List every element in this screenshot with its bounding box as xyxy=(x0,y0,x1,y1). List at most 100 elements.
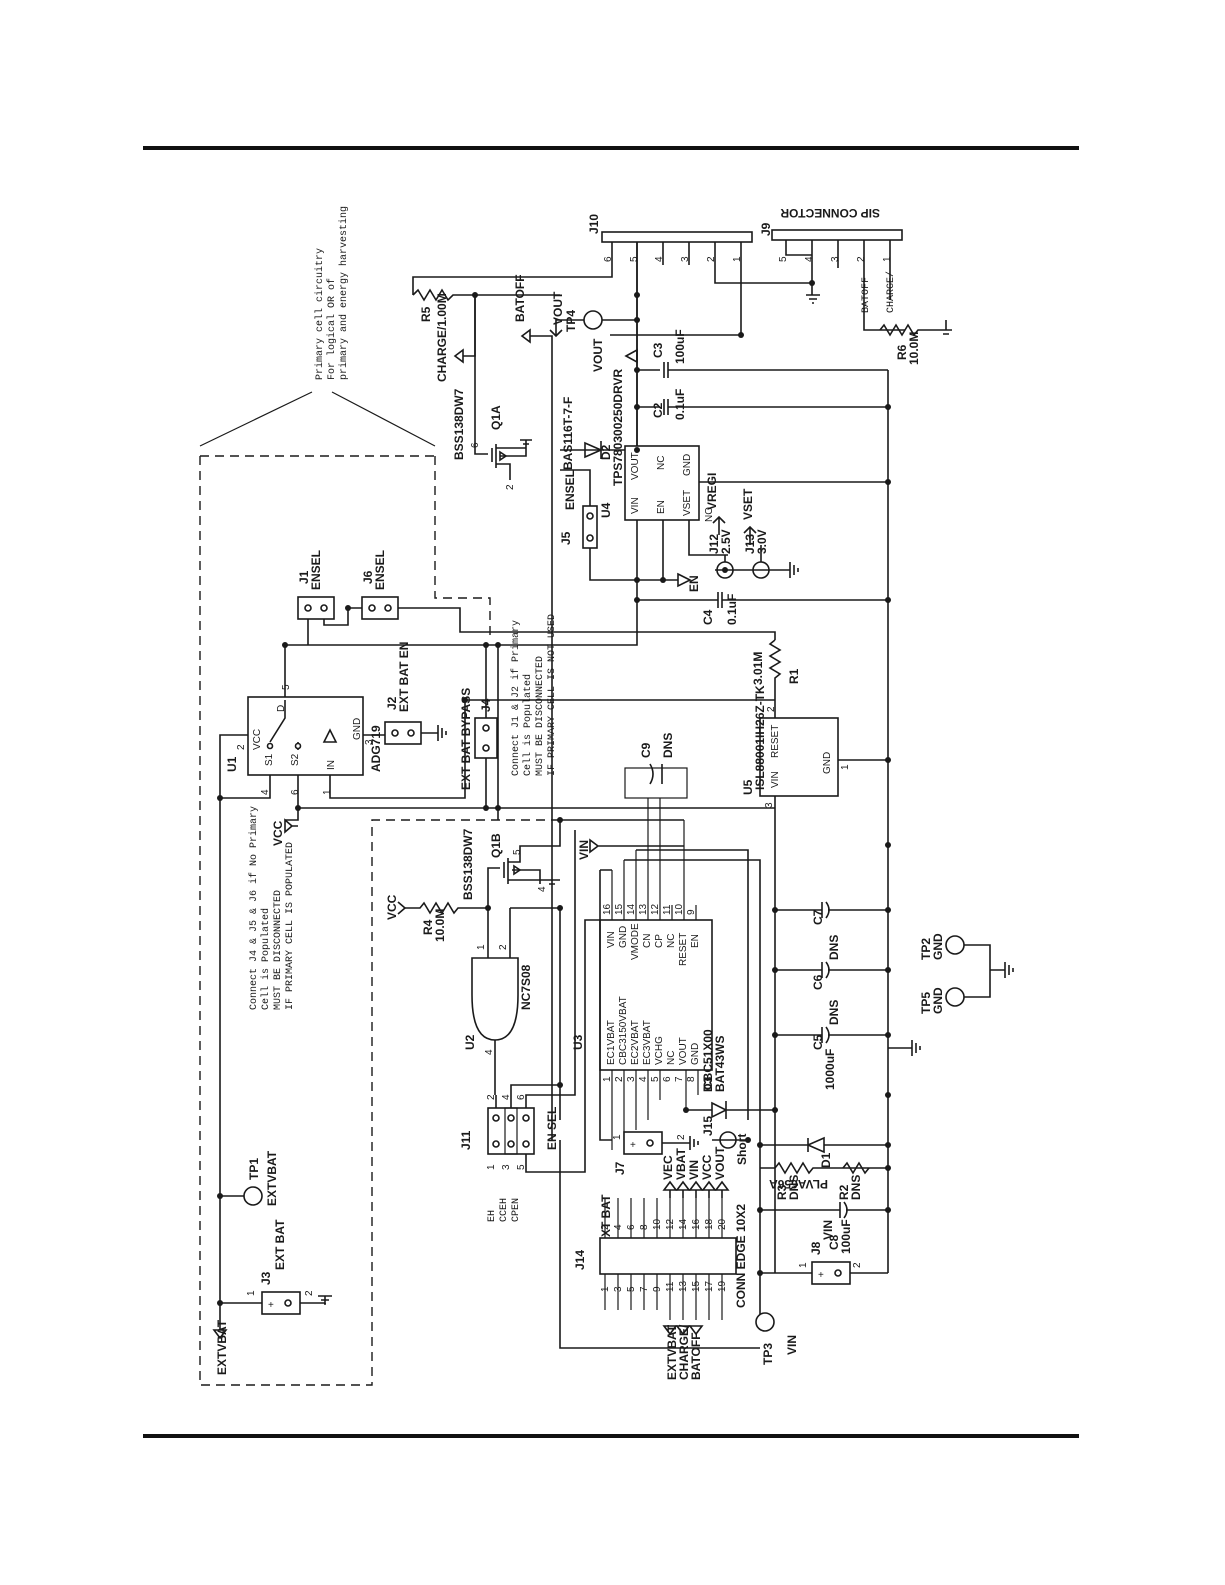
c6-value: DNS xyxy=(827,935,841,960)
c6-label: C6 xyxy=(811,974,825,990)
u3-pin-num: 5 xyxy=(650,1076,661,1082)
u3-pin-num: 13 xyxy=(638,903,649,915)
j11-pin xyxy=(492,1140,500,1148)
c5-dns: DNS xyxy=(827,1000,841,1025)
net-vout-2: VOUT xyxy=(591,338,605,372)
j3-pin xyxy=(284,1299,292,1307)
c8-value: 100uF xyxy=(839,1219,853,1254)
u3-left-pin: EC1VBAT xyxy=(606,1020,617,1065)
j11-name: EN SEL xyxy=(545,1107,559,1150)
u5-pin-num: 1 xyxy=(840,764,851,770)
j7-ground xyxy=(662,1136,699,1150)
j11-wires xyxy=(495,830,600,1173)
u1-pin-s1: S1 xyxy=(264,753,275,766)
j10-label: J10 xyxy=(587,214,601,234)
resistor-r4: VCC R4 10.0M xyxy=(385,894,488,942)
j1-label: J1 xyxy=(297,570,311,584)
right-rail xyxy=(774,370,889,1273)
j14-label: J14 xyxy=(573,1250,587,1270)
j5-pin xyxy=(586,512,594,520)
net-vout: VOUT xyxy=(551,291,565,325)
u5-label: U5 xyxy=(741,779,755,795)
u3-pin-num: 7 xyxy=(674,1076,685,1082)
j9-pin: 4 xyxy=(804,256,815,262)
u3-pin-num: 9 xyxy=(686,909,697,915)
mosfet-q1b: BSS138DW7 Q1B 5 4 xyxy=(461,820,561,908)
extvbat-arrow xyxy=(212,1329,228,1340)
j4-pin xyxy=(482,724,490,732)
resistor-r3: R3 DNS xyxy=(760,1161,888,1200)
j5-pin xyxy=(586,534,594,542)
note-brace xyxy=(199,391,436,447)
diode-d1: PLVA656A D1 xyxy=(760,1136,888,1191)
j3-name: EXT BAT xyxy=(273,1219,287,1270)
j11-pin-num: 3 xyxy=(501,1164,512,1170)
gate-u2: U2 NC7S08 1 2 4 U3 xyxy=(463,907,585,1120)
note-line: IF PRIMARY CELL IS NOT USED xyxy=(547,614,558,776)
vset-flag xyxy=(743,525,757,545)
vin-flag xyxy=(688,1180,704,1198)
u1-contact xyxy=(266,742,274,750)
net-vset: VSET xyxy=(741,488,755,520)
r1-value: 3.01M xyxy=(751,652,765,685)
q1a-pin: 2 xyxy=(505,484,516,490)
u5-pin-gnd: GND xyxy=(822,752,833,774)
c9-value: DNS xyxy=(661,733,675,758)
jumpers-j12-j13: VREGI NO VSET J12 2.5V J13 3.0V xyxy=(704,473,799,579)
r5-label: R5 xyxy=(419,306,433,322)
u5-pin-num: 3 xyxy=(764,802,775,808)
r4-value: 10.0M xyxy=(433,909,447,942)
j10-pin: 3 xyxy=(680,256,691,262)
tp5-circle xyxy=(945,987,965,1007)
u3-pin-num: 10 xyxy=(674,903,685,915)
vec-flag xyxy=(662,1180,678,1198)
u1-pin-num: 2 xyxy=(236,744,247,750)
j11-option: CCEH xyxy=(499,1198,510,1222)
capacitor-c6: C6 DNS xyxy=(775,935,888,990)
j15-label: J15 xyxy=(701,1116,715,1136)
j9-body xyxy=(771,229,903,241)
r3-body xyxy=(760,1161,888,1175)
note-line: MUST BE DISCONNECTED xyxy=(273,890,284,1010)
charge-flag xyxy=(453,295,476,364)
vcc-arrow xyxy=(284,818,298,834)
r1-body xyxy=(768,639,782,695)
vcc-flag xyxy=(397,901,407,915)
c7-label: C7 xyxy=(811,909,825,925)
c6-body xyxy=(775,961,888,979)
u4-pin-nc: NC xyxy=(656,456,667,470)
net-vin: VIN xyxy=(687,1160,701,1180)
j1-pin xyxy=(320,604,328,612)
j2-pin xyxy=(391,729,399,737)
u1-contact xyxy=(294,742,302,750)
vregi-sub: NO xyxy=(704,507,715,522)
u3-right-pin: VIN xyxy=(606,931,617,948)
u4-pin-vset: VSET xyxy=(682,490,693,516)
j11-option: CPEN xyxy=(511,1198,522,1222)
j7-pin-num: 1 xyxy=(612,1134,623,1140)
c4-body xyxy=(637,592,888,608)
c5-body xyxy=(775,1026,888,1044)
vregi-flag xyxy=(712,515,726,535)
j9-pin: 5 xyxy=(778,256,789,262)
resistor-r2: R2 DNS xyxy=(837,1161,870,1200)
u3-right-pin: RESET xyxy=(678,933,689,966)
j8-label: J8 xyxy=(809,1241,823,1255)
resistor-r6: R6 10.0M xyxy=(879,320,952,365)
c5-label: C5 xyxy=(811,1034,825,1050)
c5-value: 1000uF xyxy=(823,1049,837,1090)
r2-value: DNS xyxy=(849,1175,863,1200)
d1-symbol xyxy=(760,1136,888,1154)
note-line: MUST BE DISCONNECTED xyxy=(535,656,546,776)
j12-value: 2.5V xyxy=(719,529,733,554)
en-flag: EN xyxy=(663,572,701,592)
net-batoff-j14: BATOFF xyxy=(689,1332,703,1380)
j9-pin: 2 xyxy=(856,256,867,262)
d2-label: D2 xyxy=(599,444,613,460)
q1b-pin: 5 xyxy=(512,849,523,855)
u3-part-label: CBC51X00 xyxy=(701,1029,715,1090)
note-line: Primary cell circuitry xyxy=(314,248,326,380)
u1-part: ADG719 xyxy=(369,725,383,772)
u4-pin-vin: VIN xyxy=(630,497,641,514)
u3-pin-num: 16 xyxy=(602,903,613,915)
